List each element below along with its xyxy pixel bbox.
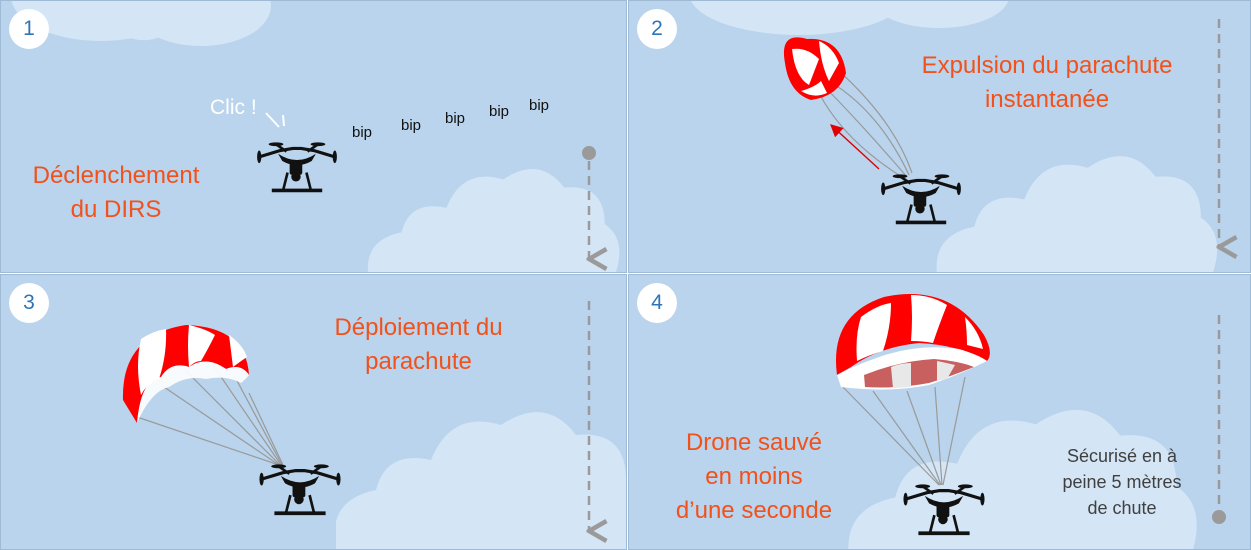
step-caption: Déploiement du parachute — [334, 314, 503, 375]
panel-step-2: 2 Expulsion du parachute instantanée — [628, 0, 1251, 273]
fall-indicator-arrow — [1212, 315, 1226, 524]
panel-step-1: 1 Clic ! bip bip bip bip bip Déclencheme… — [0, 0, 627, 273]
step-number: 1 — [9, 9, 49, 49]
step-number: 2 — [637, 9, 677, 49]
step-number: 3 — [9, 283, 49, 323]
click-lines — [265, 112, 285, 128]
panel-1-scene — [11, 1, 620, 272]
bip-label: bip — [352, 124, 373, 141]
bip-label: bip — [489, 103, 510, 120]
fall-indicator-arrow — [582, 146, 596, 259]
step-caption: Déclenchement du DIRS — [32, 162, 200, 223]
step-number: 4 — [637, 283, 677, 323]
panel-step-4: 4 Drone sauvé en moins d’une seconde Séc… — [628, 274, 1251, 550]
step-caption: Drone sauvé en moins d’une seconde — [675, 429, 833, 524]
cloud-shape — [367, 168, 620, 272]
drone-icon — [257, 462, 343, 516]
drone-icon — [879, 172, 963, 225]
step-caption: Expulsion du parachute instantanée — [921, 52, 1173, 113]
cloud-shape — [869, 1, 1009, 28]
bip-label: bip — [529, 97, 550, 114]
safety-note: Sécurisé en à peine 5 mètres de chute — [1062, 446, 1182, 518]
panel-4-scene — [835, 294, 1226, 549]
cloud-shape — [691, 1, 907, 35]
cloud-shape — [131, 1, 271, 46]
parachute-icon — [122, 325, 284, 466]
panel-step-3: 3 Déploiement du parachute — [0, 274, 627, 550]
panel-3-scene — [122, 301, 626, 549]
parachute-icon — [783, 37, 913, 180]
cloud-shape — [336, 412, 626, 549]
parachute-icon — [835, 294, 990, 486]
drone-icon — [255, 140, 339, 193]
clic-label: Clic ! — [210, 96, 257, 119]
bip-label: bip — [445, 110, 466, 127]
bip-label: bip — [401, 117, 422, 134]
panel-2-scene — [691, 1, 1251, 272]
cloud-shape — [936, 156, 1218, 272]
ejection-arrow — [830, 124, 880, 170]
